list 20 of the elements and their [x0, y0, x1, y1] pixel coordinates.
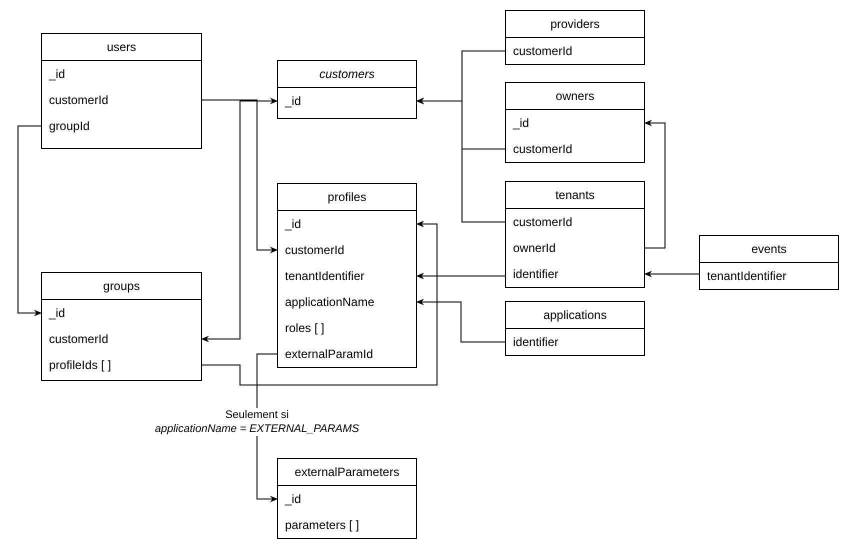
arrow: [644, 270, 700, 278]
table-box: [699, 235, 839, 290]
table-box: [41, 33, 202, 149]
table-box: [277, 458, 417, 539]
table-box: [41, 272, 202, 381]
table-box: [277, 183, 417, 368]
table-box: [505, 301, 645, 356]
arrow: [200, 220, 438, 386]
arrow: [416, 98, 506, 222]
edge-label: Seulement si applicationName = EXTERNAL_PARAMS: [154, 408, 360, 436]
arrow: [416, 272, 506, 280]
arrow: [18, 126, 42, 316]
arrow: [200, 100, 240, 342]
table-box: [505, 181, 645, 288]
table-box: [505, 82, 645, 163]
table-box: [277, 60, 417, 119]
arrow: [200, 100, 278, 254]
arrow: [416, 298, 506, 342]
arrow: [644, 120, 666, 248]
table-box: [505, 10, 645, 65]
